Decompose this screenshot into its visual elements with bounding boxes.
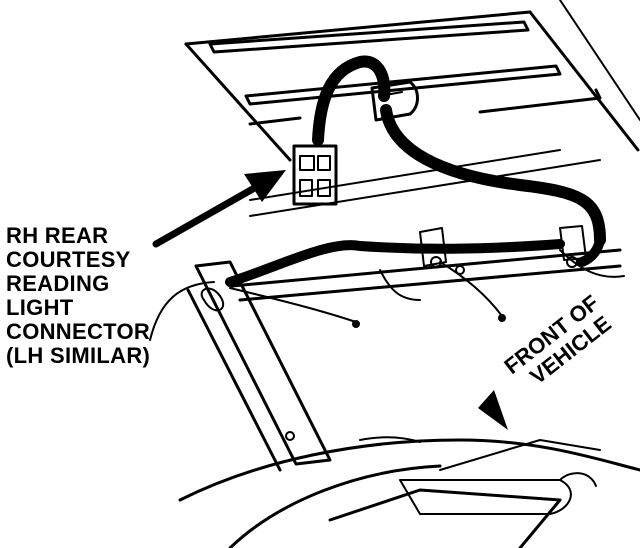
lower-structure xyxy=(178,436,640,548)
connector-callout-label: RH REAR COURTESY READING LIGHT CONNECTOR… xyxy=(6,224,196,368)
callout-line: READING xyxy=(6,271,110,296)
clip xyxy=(370,80,419,122)
callout-line: RH REAR xyxy=(6,223,109,248)
callout-line: LIGHT xyxy=(6,295,74,320)
callout-line: COURTESY xyxy=(6,247,131,272)
callout-line: CONNECTOR xyxy=(6,319,151,344)
callout-line: (LH SIMILAR) xyxy=(6,343,151,368)
light-housing xyxy=(230,225,622,328)
roof-panel xyxy=(184,0,640,217)
callout-arrow xyxy=(152,170,286,248)
connector xyxy=(292,144,338,206)
pillar-trim xyxy=(149,260,332,472)
front-direction-arrow xyxy=(478,390,508,430)
